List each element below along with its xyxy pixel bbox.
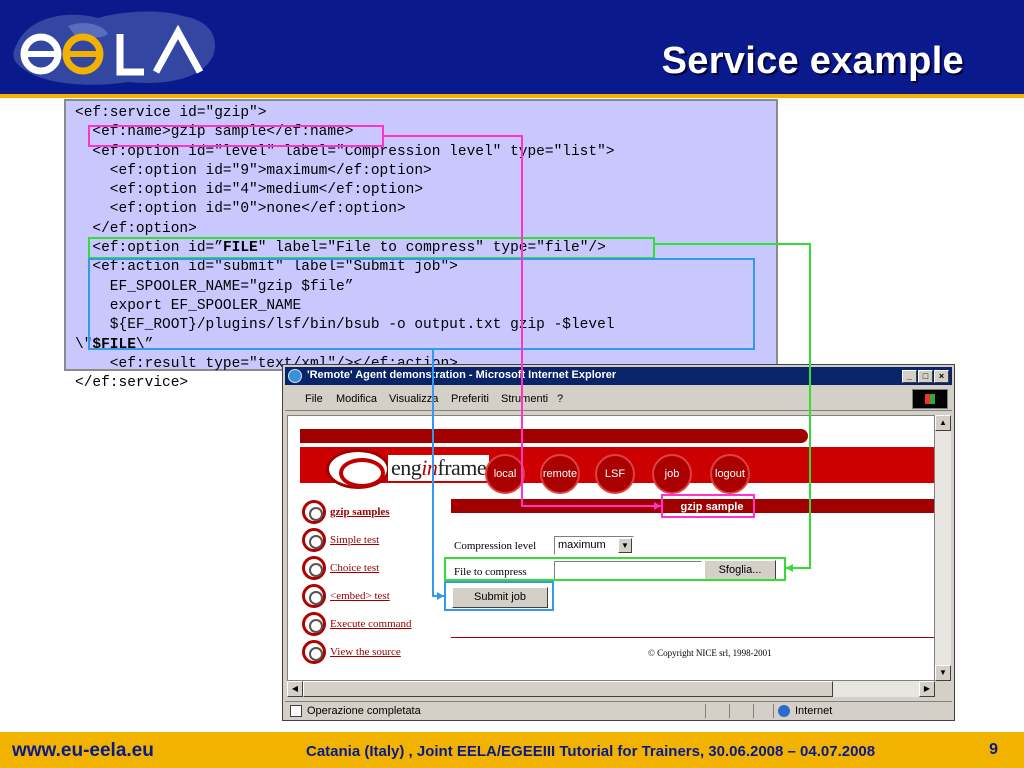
menu-file[interactable]: File [305, 393, 323, 405]
footer-url[interactable]: www.eu-eela.eu [12, 740, 154, 761]
code-line: <ef:option id=” [75, 240, 223, 257]
compression-level-select[interactable]: maximum [554, 536, 634, 555]
status-divider [729, 704, 730, 718]
nav-remote[interactable]: remote [540, 454, 580, 494]
browser-menubar: File Modifica Visualizza Preferiti Strum… [285, 387, 952, 411]
code-line: <ef:service id="gzip"> [75, 105, 267, 121]
globe-icon [778, 705, 790, 717]
enginframe-brand: enginframe [388, 455, 490, 481]
service-icon [302, 556, 326, 580]
code-line: EF_SPOOLER_NAME="gzip $file” [75, 278, 354, 295]
nav-local[interactable]: local [485, 454, 525, 494]
security-zone: Internet [795, 705, 833, 717]
header-divider [0, 94, 1024, 98]
menu-strumenti[interactable]: Strumenti [501, 393, 549, 405]
service-icon [302, 612, 326, 636]
sidebar-item-execute-command[interactable]: Execute command [330, 618, 412, 630]
nav-lsf[interactable]: LSF [595, 454, 635, 494]
menu-help[interactable]: ? [557, 393, 564, 405]
sidebar-item-simple-test[interactable]: Simple test [330, 534, 380, 546]
code-line: </ef:option> [75, 220, 197, 237]
highlight-file-field [444, 557, 786, 581]
submit-job-button[interactable]: Submit job [452, 587, 548, 608]
highlight-file-option-code [88, 237, 655, 259]
status-divider [753, 704, 754, 718]
highlight-submit-button [444, 581, 554, 611]
sidebar-item-choice-test[interactable]: Choice test [330, 562, 380, 574]
highlight-name-code [88, 125, 384, 147]
close-button[interactable]: × [934, 370, 949, 383]
menu-preferiti[interactable]: Preferiti [451, 393, 489, 405]
service-icon [302, 528, 326, 552]
copyright-text: © Copyright NICE srl, 1998-2001 [648, 648, 772, 658]
enginframe-top-tab [300, 429, 808, 443]
code-line: <ef:name>gzip sample</ef:name> [75, 124, 354, 141]
browser-viewport: enginframe local remote LSF job logout g… [287, 415, 935, 681]
chevron-down-icon[interactable]: ▼ [618, 538, 632, 553]
vertical-scrollbar[interactable]: ▲ ▼ [935, 415, 951, 681]
eela-logo [13, 11, 215, 85]
page-icon [290, 705, 302, 717]
scroll-up-icon[interactable]: ▲ [935, 415, 951, 431]
sidebar-item-view-source[interactable]: View the source [330, 646, 401, 658]
footer-bar: www.eu-eela.eu Catania (Italy) , Joint E… [0, 732, 1024, 768]
windows-logo-icon [912, 389, 948, 409]
code-line: <ef:option id="0">none</ef:option> [75, 201, 406, 218]
footer-event: Catania (Italy) , Joint EELA/EGEEIII Tut… [306, 743, 876, 760]
page-number: 9 [989, 741, 998, 758]
code-line: <ef:option id="9">maximum</ef:option> [75, 162, 432, 179]
service-icon [302, 584, 326, 608]
folder-icon [302, 500, 326, 524]
horizontal-scroll-thumb[interactable] [303, 681, 833, 697]
minimize-button[interactable]: _ [902, 370, 917, 383]
menu-modifica[interactable]: Modifica [336, 393, 377, 405]
highlight-section-title [661, 494, 755, 518]
browser-titlebar: 'Remote' Agent demonstration - Microsoft… [285, 367, 952, 385]
status-divider [705, 704, 706, 718]
enginframe-logo-icon [326, 449, 390, 489]
nav-logout[interactable]: logout [710, 454, 750, 494]
browser-title: 'Remote' Agent demonstration - Microsoft… [307, 369, 617, 381]
browser-window: 'Remote' Agent demonstration - Microsoft… [282, 364, 955, 721]
code-line: export EF_SPOOLER_NAME [75, 297, 302, 314]
compression-level-label: Compression level [454, 540, 537, 552]
sidebar-item-gzip-samples[interactable]: gzip samples [330, 506, 390, 518]
nav-job[interactable]: job [652, 454, 692, 494]
code-keyword: FILE [222, 240, 258, 257]
ie-icon [288, 369, 302, 383]
scroll-down-icon[interactable]: ▼ [935, 665, 951, 681]
code-line: <ef:option id="4">medium</ef:option> [75, 182, 424, 199]
file-to-compress-label: File to compress [454, 566, 527, 578]
browser-statusbar: Operazione completata Internet [285, 701, 952, 719]
sidebar-item-embed-test[interactable]: <embed> test [330, 590, 390, 602]
scroll-left-icon[interactable]: ◀ [287, 681, 303, 697]
status-divider [773, 704, 774, 718]
code-line: </ef:service> [75, 375, 189, 392]
header-bar: Service example [0, 0, 1024, 94]
maximize-button[interactable]: □ [918, 370, 933, 383]
highlight-action-code [88, 258, 755, 350]
service-icon [302, 640, 326, 664]
slide-title: Service example [661, 40, 964, 82]
horizontal-scrollbar[interactable]: ◀ ▶ [287, 681, 935, 697]
menu-visualizza[interactable]: Visualizza [389, 393, 439, 405]
status-text: Operazione completata [307, 705, 421, 717]
page-divider [451, 637, 934, 638]
scroll-right-icon[interactable]: ▶ [919, 681, 935, 697]
